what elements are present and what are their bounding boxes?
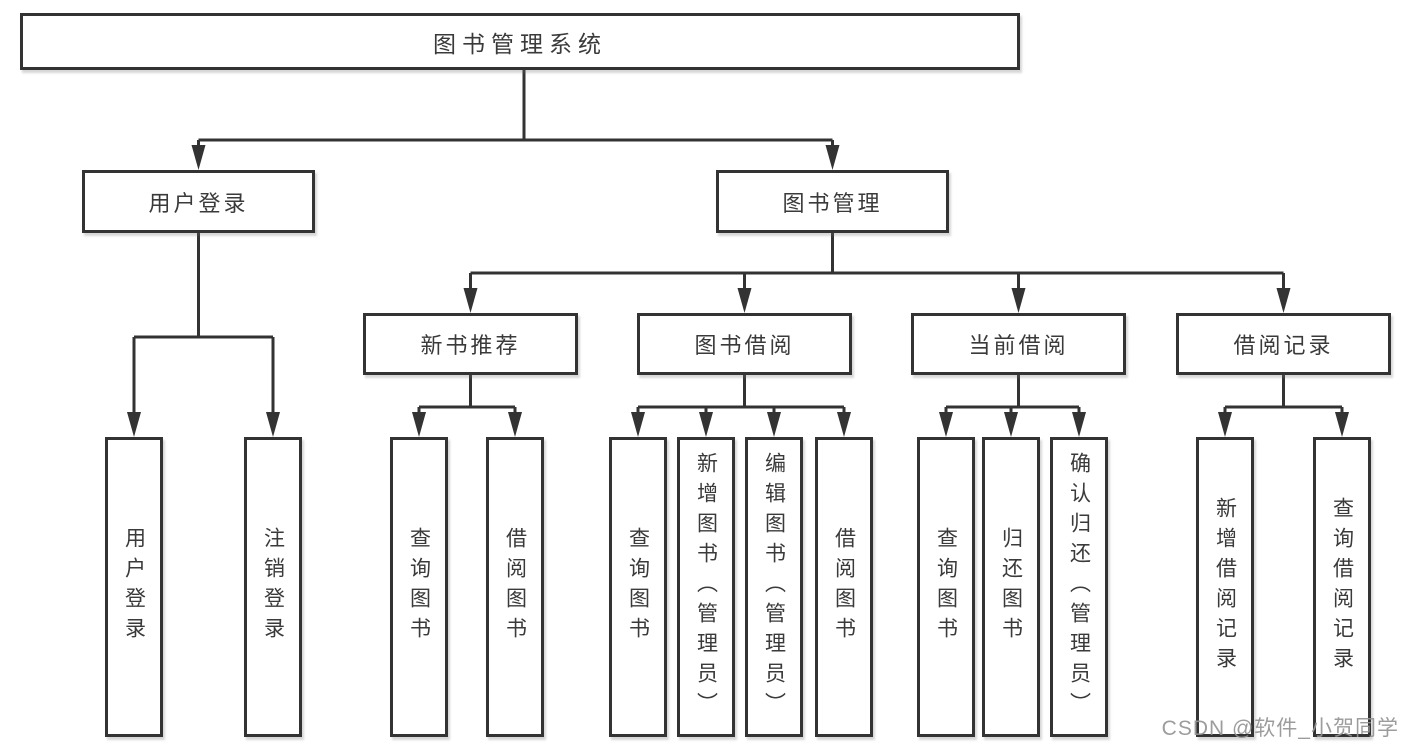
leaf-user-login-label: 用户登录 bbox=[122, 527, 146, 647]
leaf-borrow-books-label: 借阅图书 bbox=[832, 527, 856, 647]
leaf-confirm-return-admin: 确认归还（管理员） bbox=[1050, 437, 1108, 737]
leaf-edit-book-admin: 编辑图书（管理员） bbox=[745, 437, 803, 737]
arrowhead-icons bbox=[127, 145, 1349, 437]
watermark: CSDN @软件_小贺同学 bbox=[1161, 717, 1399, 740]
leaf-query-books: 查询图书 bbox=[390, 437, 448, 737]
tree-edges bbox=[132, 70, 1344, 415]
node-user-login-label: 用户登录 bbox=[148, 190, 249, 216]
leaf-query-books: 查询图书 bbox=[917, 437, 975, 737]
leaf-confirm-return-admin-label: 确认归还（管理员） bbox=[1067, 452, 1091, 722]
leaf-return-book-label: 归还图书 bbox=[999, 527, 1023, 647]
node-library-management-system: 图书管理系统 bbox=[20, 13, 1020, 70]
leaf-return-book: 归还图书 bbox=[982, 437, 1040, 737]
leaf-query-books-label: 查询图书 bbox=[626, 527, 650, 647]
leaf-add-book-admin: 新增图书（管理员） bbox=[677, 437, 735, 737]
leaf-edit-book-admin-label: 编辑图书（管理员） bbox=[762, 452, 786, 722]
node-current-borrow: 当前借阅 bbox=[911, 313, 1126, 375]
node-book-management: 图书管理 bbox=[716, 170, 949, 233]
node-new-book-recommend-label: 新书推荐 bbox=[420, 333, 521, 358]
leaf-user-login: 用户登录 bbox=[105, 437, 163, 737]
node-library-management-system-label: 图书管理系统 bbox=[433, 30, 607, 57]
leaf-query-borrow-record: 查询借阅记录 bbox=[1313, 437, 1371, 737]
leaf-borrow-books-label: 借阅图书 bbox=[503, 527, 527, 647]
leaf-borrow-books: 借阅图书 bbox=[815, 437, 873, 737]
node-book-borrow-label: 图书借阅 bbox=[694, 333, 795, 358]
node-user-login: 用户登录 bbox=[82, 170, 315, 233]
node-book-borrow: 图书借阅 bbox=[637, 313, 852, 375]
node-current-borrow-label: 当前借阅 bbox=[968, 333, 1069, 358]
leaf-logout: 注销登录 bbox=[244, 437, 302, 737]
node-new-book-recommend: 新书推荐 bbox=[363, 313, 578, 375]
leaf-add-borrow-record: 新增借阅记录 bbox=[1196, 437, 1254, 737]
leaf-query-books-label: 查询图书 bbox=[934, 527, 958, 647]
leaf-add-book-admin-label: 新增图书（管理员） bbox=[694, 452, 718, 722]
leaf-query-borrow-record-label: 查询借阅记录 bbox=[1330, 497, 1354, 677]
node-borrow-records: 借阅记录 bbox=[1176, 313, 1391, 375]
leaf-query-books: 查询图书 bbox=[609, 437, 667, 737]
node-book-management-label: 图书管理 bbox=[782, 190, 883, 216]
leaf-borrow-books: 借阅图书 bbox=[486, 437, 544, 737]
node-borrow-records-label: 借阅记录 bbox=[1233, 333, 1334, 358]
leaf-logout-label: 注销登录 bbox=[261, 527, 285, 647]
leaf-add-borrow-record-label: 新增借阅记录 bbox=[1213, 497, 1237, 677]
leaf-query-books-label: 查询图书 bbox=[407, 527, 431, 647]
